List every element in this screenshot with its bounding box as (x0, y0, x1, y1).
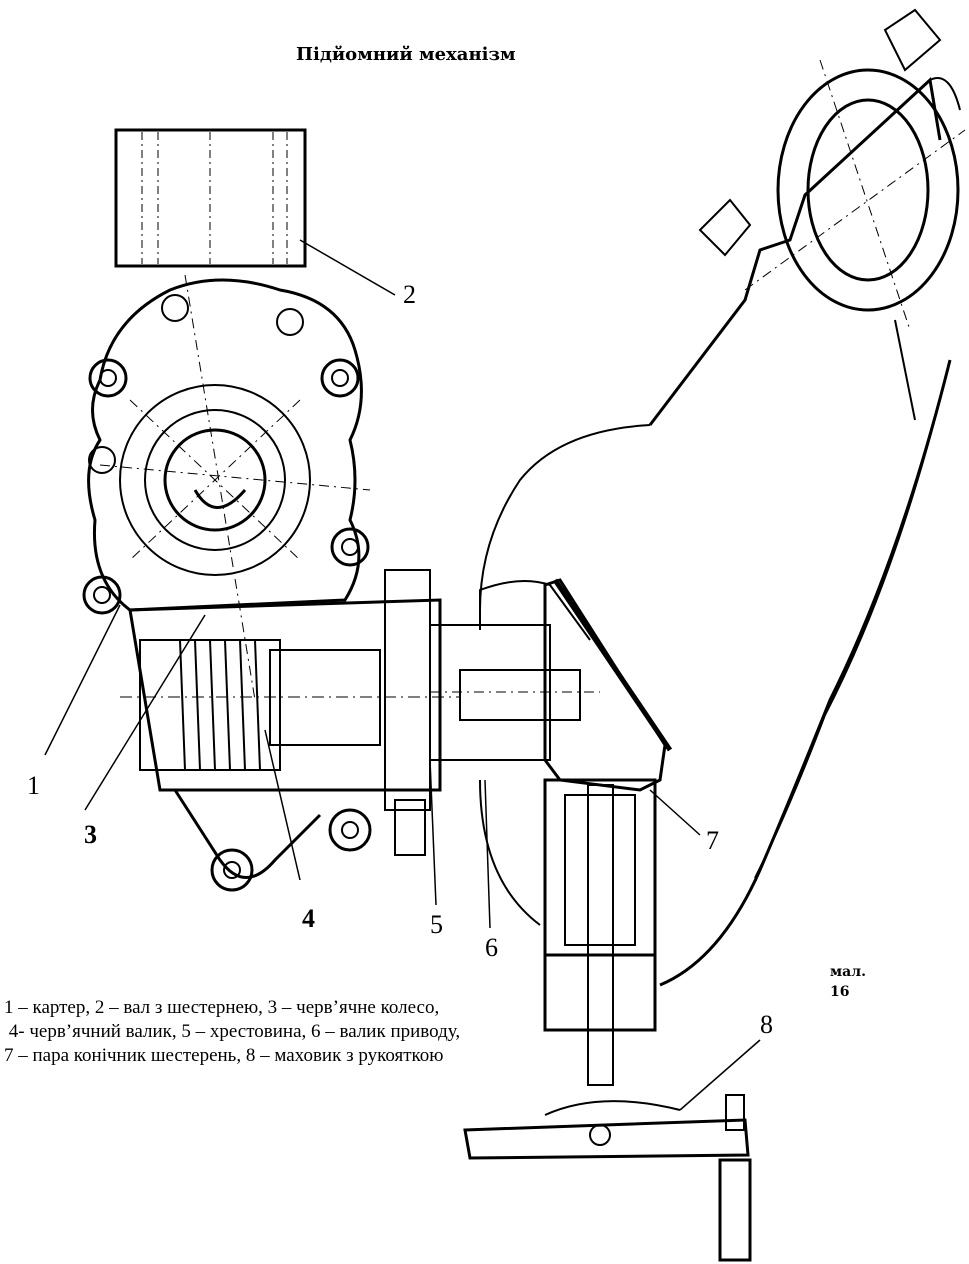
callout-leaders (44, 239, 761, 1111)
shaft-with-gear-view (114, 128, 307, 268)
handwheel-with-handle (463, 1094, 752, 1262)
bevel-gear-housing (543, 578, 673, 1086)
figure-label-prefix: мал. (830, 964, 866, 980)
callout-5: 5 (430, 910, 443, 939)
worm-gear-section (120, 569, 460, 892)
callout-7: 7 (706, 826, 719, 855)
figure-label: мал. 16 (830, 962, 866, 1002)
caption-line-2: 4- черв’ячний валик, 5 – хрестовина, 6 –… (4, 1021, 461, 1042)
legend-caption: 1 – картер, 2 – вал з шестернею, 3 – чер… (4, 996, 474, 1068)
crankcase-housing (82, 274, 371, 701)
callout-1: 1 (27, 771, 40, 800)
figure-label-number: 16 (830, 984, 850, 1000)
caption-line-3: 7 – пара конічник шестерень, 8 – маховик… (4, 1045, 444, 1066)
callout-3: 3 (84, 820, 97, 849)
elevating-arm (479, 8, 966, 987)
callout-4: 4 (302, 904, 315, 933)
callout-6: 6 (485, 933, 498, 962)
callout-2: 2 (403, 280, 416, 309)
callout-8: 8 (760, 1010, 773, 1039)
diagram-title: Підйомний механізм (296, 44, 516, 65)
caption-line-1: 1 – картер, 2 – вал з шестернею, 3 – чер… (4, 997, 440, 1018)
